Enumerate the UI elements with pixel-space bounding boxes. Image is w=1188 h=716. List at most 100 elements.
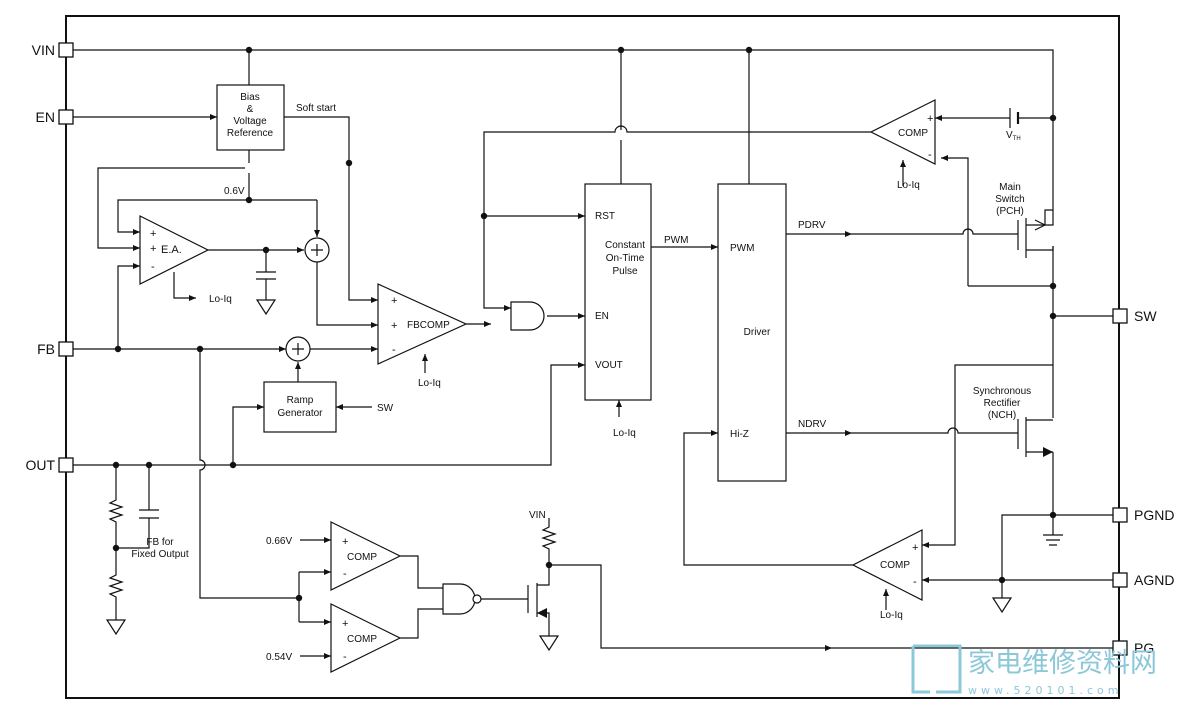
watermark-text: 家电维修资料网 bbox=[968, 648, 1157, 679]
pg-comp2-label: COMP bbox=[347, 634, 377, 645]
pg-comp1-label: COMP bbox=[347, 552, 377, 563]
ea-lo-iq: Lo-Iq bbox=[209, 294, 232, 305]
pin-agnd-label: AGND bbox=[1134, 572, 1174, 588]
comp-top-minus: - bbox=[928, 149, 932, 161]
pwm-wire-label: PWM bbox=[664, 235, 688, 246]
bias-line-1: Bias bbox=[240, 92, 259, 103]
ref-0v66-label: 0.66V bbox=[266, 536, 292, 547]
fbcomp-plus1: + bbox=[391, 295, 397, 307]
junction-dots bbox=[112, 46, 1057, 602]
pin-vin-box bbox=[58, 42, 74, 58]
bias-line-3: Voltage bbox=[233, 116, 267, 127]
error-amplifier bbox=[139, 215, 210, 285]
fb-fixed-line-2: Fixed Output bbox=[131, 549, 188, 560]
cot-lo-iq: Lo-Iq bbox=[613, 428, 636, 439]
fbcomp-label: FBCOMP bbox=[407, 320, 450, 331]
comp-low-plus: + bbox=[912, 542, 918, 554]
pin-pgnd-label: PGND bbox=[1134, 507, 1174, 523]
bias-line-4: Reference bbox=[227, 128, 274, 139]
fbcomp-plus2: + bbox=[391, 320, 397, 332]
pin-pgnd-box bbox=[1112, 507, 1128, 523]
and-gate bbox=[510, 301, 545, 331]
driver-label: Driver bbox=[744, 327, 771, 338]
pin-sw-label: SW bbox=[1134, 308, 1157, 324]
ea-label: E.A. bbox=[161, 244, 182, 256]
pdrv-label: PDRV bbox=[798, 220, 826, 231]
vin-pullup-label: VIN bbox=[529, 510, 546, 521]
comp-low-lo-iq: Lo-Iq bbox=[880, 610, 903, 621]
cot-title-3: Pulse bbox=[612, 266, 637, 277]
ndrv-label: NDRV bbox=[798, 419, 826, 430]
fbcomp-minus: - bbox=[392, 344, 396, 356]
comp-low-comparator bbox=[851, 529, 923, 601]
ramp-line-2: Generator bbox=[277, 408, 323, 419]
sync-rectifier-nch bbox=[1017, 417, 1053, 457]
pins: VIN EN FB OUT SW PGND AGND PG bbox=[25, 42, 1174, 656]
ref-0v54-label: 0.54V bbox=[266, 652, 292, 663]
pin-en-label: EN bbox=[36, 109, 55, 125]
ea-minus: - bbox=[151, 261, 155, 273]
pg-comp1-minus: - bbox=[343, 568, 347, 580]
pin-fb-box bbox=[58, 341, 74, 357]
pg-open-drain-nmos bbox=[527, 583, 547, 618]
pin-agnd-box bbox=[1112, 572, 1128, 588]
nand-bubble bbox=[472, 594, 482, 604]
main-switch-pch bbox=[1017, 209, 1054, 258]
wires bbox=[73, 49, 1113, 659]
cot-rst: RST bbox=[595, 211, 615, 222]
watermark: 家电维修资料网 www.520101.com bbox=[911, 644, 1157, 697]
sync-rect-line-2: Rectifier bbox=[984, 398, 1021, 409]
bias-voltage-reference-block bbox=[216, 84, 285, 151]
pin-out-box bbox=[58, 457, 74, 473]
summer-ramp bbox=[285, 336, 311, 362]
ref-0v6-label: 0.6V bbox=[224, 186, 245, 197]
fbcomp-comparator bbox=[377, 283, 468, 365]
pg-comp2-minus: - bbox=[343, 651, 347, 663]
pin-fb-label: FB bbox=[37, 341, 55, 357]
fb-fixed-line-1: FB for bbox=[146, 537, 174, 548]
labels: Bias & Voltage Reference Soft start 0.6V… bbox=[131, 92, 1031, 663]
comp-top-plus: + bbox=[927, 113, 933, 125]
pg-comp1-plus: + bbox=[342, 536, 348, 548]
cot-vout: VOUT bbox=[595, 360, 623, 371]
comp-top-lo-iq: Lo-Iq bbox=[897, 180, 920, 191]
vth-source bbox=[1009, 108, 1020, 128]
comp-top-label: COMP bbox=[898, 128, 928, 139]
driver-block bbox=[717, 183, 787, 482]
ramp-generator-block bbox=[263, 381, 337, 433]
ea-plus1: + bbox=[150, 228, 156, 240]
cot-title-2: On-Time bbox=[606, 253, 645, 264]
ea-plus2: + bbox=[150, 243, 156, 255]
main-switch-line-1: Main bbox=[999, 182, 1021, 193]
vth-label: VTH bbox=[1006, 130, 1021, 142]
sync-rect-line-1: Synchronous bbox=[973, 386, 1031, 397]
comp-low-minus: - bbox=[913, 576, 917, 588]
cot-en: EN bbox=[595, 311, 609, 322]
constant-on-time-pulse-block bbox=[584, 183, 652, 401]
pin-en-box bbox=[58, 109, 74, 125]
summer-top bbox=[304, 237, 330, 263]
pin-pg-box bbox=[1112, 640, 1128, 656]
comp-low-label: COMP bbox=[880, 560, 910, 571]
soft-start-label: Soft start bbox=[296, 103, 336, 114]
pg-comp-lower bbox=[330, 603, 402, 673]
main-switch-line-2: Switch bbox=[995, 194, 1024, 205]
pin-vin-label: VIN bbox=[32, 42, 55, 58]
driver-hiz: Hi-Z bbox=[730, 429, 749, 440]
pin-pg-label: PG bbox=[1134, 640, 1154, 656]
pin-sw-box bbox=[1112, 308, 1128, 324]
comp-top-comparator bbox=[869, 99, 936, 165]
pg-comp2-plus: + bbox=[342, 618, 348, 630]
nand-gate bbox=[442, 583, 476, 615]
cot-title-1: Constant bbox=[605, 240, 645, 251]
main-switch-line-3: (PCH) bbox=[996, 206, 1024, 217]
ic-boundary bbox=[65, 15, 1120, 699]
sync-rect-line-3: (NCH) bbox=[988, 410, 1016, 421]
pin-out-label: OUT bbox=[25, 457, 55, 473]
watermark-url: www.520101.com bbox=[968, 684, 1122, 697]
ramp-line-1: Ramp bbox=[287, 395, 314, 406]
driver-pwm: PWM bbox=[730, 243, 754, 254]
pg-comp-upper bbox=[330, 521, 402, 591]
ramp-sw-label: SW bbox=[377, 403, 394, 414]
